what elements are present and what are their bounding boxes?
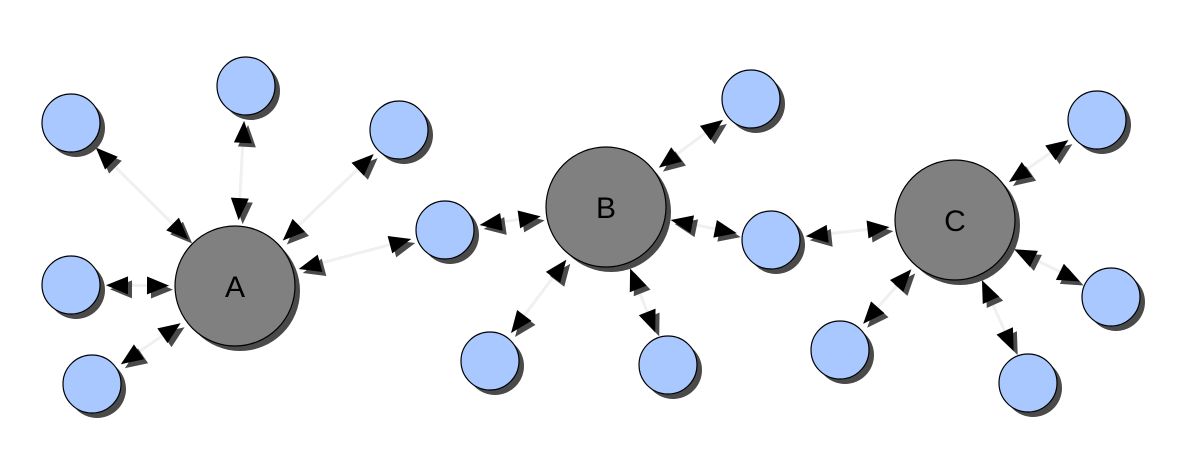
leaf-node-ab <box>415 200 475 260</box>
edge-b1-b-arrow-in <box>658 147 682 168</box>
edge-c3-c-arrow-out <box>996 327 1014 352</box>
arrows-layer <box>95 119 1084 369</box>
edge-c2-c-arrow-in <box>889 269 912 292</box>
edge-ab-a-arrow-in <box>298 254 323 273</box>
edge-a5-a-arrow-out <box>120 344 145 365</box>
leaf-node-c3 <box>998 353 1058 413</box>
edge-a1-a-arrow-in <box>166 217 189 240</box>
leaf-node-b3 <box>638 335 698 395</box>
edge-bc-b-arrow-in <box>670 215 695 234</box>
nodes-layer <box>41 56 1145 418</box>
labels-layer: A B C <box>225 192 966 304</box>
edge-ab-a-arrow-out <box>387 235 412 254</box>
leaf-node-bc <box>741 210 801 270</box>
edge-b3-b-arrow-in <box>629 268 647 293</box>
leaf-node-a4 <box>41 255 101 315</box>
edge-bc-c-arrow-out <box>805 224 829 243</box>
edge-c1-c-arrow-out <box>1045 140 1069 161</box>
hub-node-a <box>174 225 296 347</box>
edge-a3-a-arrow-out <box>351 154 374 176</box>
edge-b3-b-arrow-out <box>638 308 656 333</box>
edge-c4-c-arrow-in <box>1014 249 1038 268</box>
leaf-node-b1 <box>721 69 781 129</box>
edge-b1-b-arrow-out <box>699 119 723 141</box>
edge-c2-c-arrow-out-shadow <box>867 305 889 328</box>
leaf-node-a3 <box>369 100 429 160</box>
edge-c4-c-arrow-out <box>1055 263 1080 282</box>
hub-label-a: A <box>225 271 245 304</box>
edge-ab-b-arrow-in <box>517 210 541 229</box>
edge-b2-b-arrow-in <box>545 259 567 283</box>
leaf-node-a5 <box>62 354 122 414</box>
edge-bc-c-arrow-in <box>866 220 890 239</box>
edge-c1-c-arrow-in <box>1008 161 1033 182</box>
leaf-node-a2 <box>216 56 276 116</box>
edge-b2-b-arrow-out <box>511 310 532 334</box>
edge-a3-a-arrow-in <box>282 218 305 241</box>
edge-a1-a-arrow-out <box>95 147 118 170</box>
edge-bc-b-arrow-out <box>713 219 737 238</box>
leaf-node-c2 <box>810 320 870 380</box>
leaf-node-c1 <box>1067 90 1127 150</box>
edge-c3-c-arrow-in <box>981 280 1000 304</box>
leaf-node-a1 <box>41 93 101 153</box>
hub-label-c: C <box>944 205 966 238</box>
edge-c2-c-arrow-out <box>863 301 885 324</box>
edge-a2-a-arrow-in <box>230 197 249 221</box>
edge-a2-a-arrow-out <box>233 120 252 144</box>
edge-a4-a-arrow-out <box>105 276 129 295</box>
edge-a5-a-arrow-in <box>157 323 181 344</box>
leaf-node-b2 <box>460 331 520 391</box>
hub-node-b <box>545 146 667 268</box>
edge-a4-a-arrow-in <box>146 276 170 295</box>
hub-node-c <box>894 159 1016 281</box>
edge-ab-b-arrow-out <box>479 213 503 231</box>
hub-label-b: B <box>596 192 616 225</box>
leaf-node-c4 <box>1081 267 1141 327</box>
